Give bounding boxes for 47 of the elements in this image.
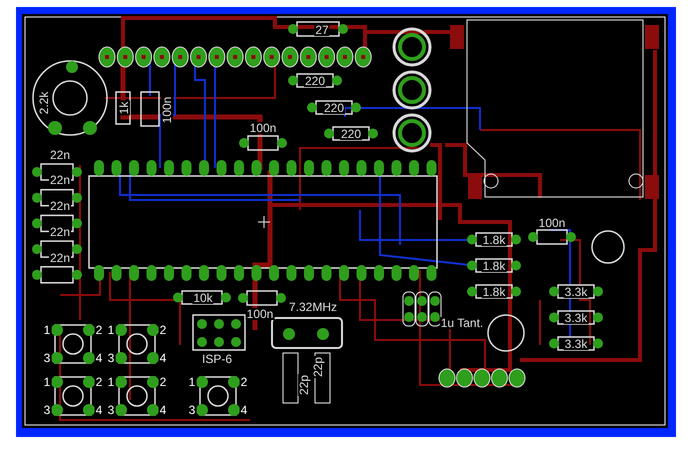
component-value-label: 22p: [298, 374, 310, 396]
component-value-label: 10k: [192, 292, 214, 304]
pin-number: 3: [188, 404, 196, 416]
component-value-label: 22n: [48, 200, 72, 212]
component-value-label: 2.2k: [38, 90, 50, 116]
pin-number: 3: [42, 404, 52, 416]
pin-number: 1: [106, 376, 116, 388]
component-value-label: 100n: [538, 217, 566, 229]
pin-number: 1: [106, 324, 116, 336]
component-value-label: 220: [322, 102, 346, 114]
component-value-label: 100n: [161, 96, 173, 124]
pin-number: 2: [94, 324, 104, 336]
component-value-label: 3.3k: [564, 338, 588, 350]
pin-number: 4: [94, 352, 104, 364]
pin-number: 2: [240, 376, 248, 388]
component-value-label: 100n: [246, 308, 274, 320]
component-value-label: 22p: [312, 356, 324, 378]
component-value-label: 3.3k: [564, 286, 588, 298]
component-value-label: 1.8k: [482, 234, 506, 246]
pin-number: 3: [106, 404, 116, 416]
pin-number: 2: [94, 376, 104, 388]
component-value-label: 1k: [118, 100, 130, 116]
component-value-label: ISP-6: [201, 353, 233, 365]
pin-number: 1: [42, 324, 52, 336]
component-value-label: 22n: [48, 149, 72, 161]
pin-number: 1: [188, 376, 196, 388]
component-value-label: 3.3k: [564, 312, 588, 324]
component-value-label: 220: [304, 75, 326, 87]
pin-number: 1: [42, 376, 52, 388]
component-value-label: 1.8k: [482, 260, 506, 272]
pin-number: 3: [42, 352, 52, 364]
component-value-label: 1.8k: [482, 286, 506, 298]
pin-number: 2: [158, 324, 168, 336]
pin-number: 4: [158, 352, 168, 364]
pin-number: 3: [106, 352, 116, 364]
pin-number: 4: [94, 404, 104, 416]
component-value-label: 27: [314, 24, 330, 36]
component-value-label: 22n: [48, 252, 72, 264]
component-value-label: 100n: [248, 122, 278, 134]
component-value-label: 7.32MHz: [288, 301, 338, 313]
pin-number: 4: [158, 404, 168, 416]
pin-number: 2: [158, 376, 168, 388]
pin-number: 4: [240, 404, 248, 416]
component-value-label: 1u Tant.: [440, 317, 484, 329]
component-value-label: 22n: [48, 174, 72, 186]
component-value-label: 220: [340, 128, 362, 140]
component-value-label: 22n: [48, 226, 72, 238]
